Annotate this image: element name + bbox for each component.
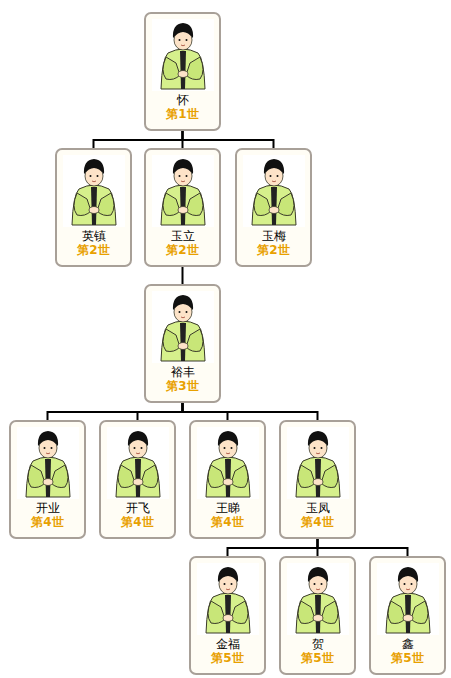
person-figure <box>377 563 439 635</box>
generation-label: 第5世 <box>301 651 333 665</box>
person-name: 裕丰 <box>171 365 195 379</box>
person-card: 贺第5世 <box>279 556 356 675</box>
person-card: 玉凤第4世 <box>279 420 356 539</box>
generation-label: 第4世 <box>301 515 333 529</box>
family-link <box>228 539 318 556</box>
person-name: 开飞 <box>126 501 150 515</box>
family-link <box>48 403 183 420</box>
person-name: 贺 <box>312 637 324 651</box>
generation-label: 第2世 <box>257 243 289 257</box>
person-figure <box>152 155 214 227</box>
person-card: 玉立第2世 <box>144 148 221 267</box>
generation-label: 第4世 <box>121 515 153 529</box>
person-card: 玉梅第2世 <box>235 148 312 267</box>
person-card: 鑫第5世 <box>369 556 446 675</box>
person-card: 金福第5世 <box>189 556 266 675</box>
person-figure <box>63 155 125 227</box>
person-figure <box>152 291 214 363</box>
person-name: 开业 <box>36 501 60 515</box>
generation-label: 第3世 <box>166 379 198 393</box>
generation-label: 第1世 <box>166 107 198 121</box>
person-figure <box>17 427 79 499</box>
person-card: 开飞第4世 <box>99 420 176 539</box>
person-card: 怀第1世 <box>144 12 221 131</box>
person-card: 裕丰第3世 <box>144 284 221 403</box>
family-link <box>318 539 408 556</box>
person-figure <box>287 563 349 635</box>
person-name: 玉立 <box>171 229 195 243</box>
generation-label: 第2世 <box>77 243 109 257</box>
person-card: 英镇第2世 <box>55 148 132 267</box>
family-link <box>94 131 183 148</box>
person-figure <box>197 427 259 499</box>
person-name: 英镇 <box>82 229 106 243</box>
person-figure <box>197 563 259 635</box>
family-link <box>183 131 274 148</box>
family-link <box>138 403 183 420</box>
family-link <box>183 403 318 420</box>
person-card: 开业第4世 <box>9 420 86 539</box>
person-figure <box>287 427 349 499</box>
person-name: 金福 <box>216 637 240 651</box>
person-name: 怀 <box>177 93 189 107</box>
generation-label: 第4世 <box>211 515 243 529</box>
generation-label: 第4世 <box>31 515 63 529</box>
generation-label: 第5世 <box>211 651 243 665</box>
person-name: 玉凤 <box>306 501 330 515</box>
generation-label: 第5世 <box>391 651 423 665</box>
person-name: 王睇 <box>216 501 240 515</box>
generation-label: 第2世 <box>166 243 198 257</box>
person-name: 鑫 <box>402 637 414 651</box>
person-figure <box>107 427 169 499</box>
person-card: 王睇第4世 <box>189 420 266 539</box>
person-figure <box>152 19 214 91</box>
person-figure <box>243 155 305 227</box>
person-name: 玉梅 <box>262 229 286 243</box>
family-link <box>182 267 184 284</box>
